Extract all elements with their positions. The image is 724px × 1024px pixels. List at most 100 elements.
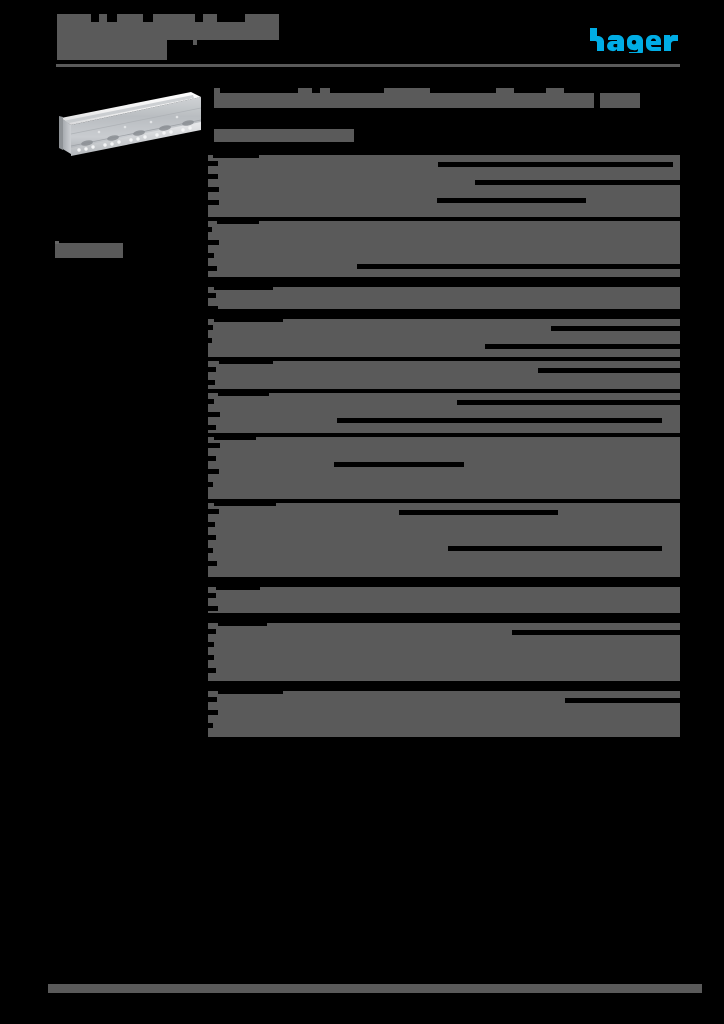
row-label-notch <box>208 240 219 245</box>
table-row: [redacted][redacted] <box>208 587 680 613</box>
title-glyph <box>117 14 143 24</box>
row-label-notch <box>208 187 219 192</box>
table-row: [redacted][redacted] <box>208 361 680 389</box>
left-column <box>0 80 205 840</box>
table-row: [redacted][redacted] <box>208 691 680 737</box>
row-label-shelf <box>214 319 283 322</box>
row-label-shelf <box>218 623 267 626</box>
row-label-shelf <box>214 287 273 290</box>
table-row-background <box>208 361 680 389</box>
row-label-notch <box>208 293 216 298</box>
row-label-notch <box>208 161 218 166</box>
table-row: [redacted][redacted] <box>208 437 680 499</box>
heading-glyph <box>496 88 514 94</box>
table-row: [redacted][redacted] <box>208 393 680 433</box>
row-label-notch <box>208 338 212 343</box>
row-label-notch <box>208 482 213 487</box>
document-title-line2 <box>57 40 167 60</box>
product-caption <box>55 243 123 258</box>
header-divider <box>56 64 680 67</box>
page-heading <box>214 93 534 108</box>
row-label-notch <box>208 593 216 598</box>
row-label-shelf <box>214 437 256 440</box>
page-header <box>0 0 724 80</box>
table-row: [redacted][redacted] <box>208 623 680 681</box>
page-heading-ext <box>534 93 594 108</box>
row-label-notch <box>208 253 214 258</box>
row-label-notch <box>208 306 218 311</box>
row-label-notch <box>208 380 215 385</box>
page-heading-ext <box>600 93 640 108</box>
row-value-gap <box>399 510 558 515</box>
row-label-notch <box>208 723 213 728</box>
row-label-notch <box>208 200 219 205</box>
page-footer: hager.com/fr-ch <box>0 965 724 1024</box>
row-label-notch <box>208 710 218 715</box>
title-glyph <box>153 14 195 24</box>
document-title-line1 <box>57 14 91 24</box>
row-label-shelf <box>218 691 283 694</box>
row-value-gap <box>437 198 586 203</box>
row-value-gap <box>485 344 680 349</box>
row-label-notch <box>208 655 214 660</box>
row-label-shelf <box>217 221 259 224</box>
table-row: [redacted][redacted] <box>208 319 680 357</box>
specification-table: [redacted][redacted][redacted][redacted]… <box>208 155 680 737</box>
table-row-background <box>208 437 680 499</box>
row-label-shelf <box>214 503 276 506</box>
row-label-notch <box>208 535 216 540</box>
row-label-notch <box>208 548 213 553</box>
row-value-gap <box>475 180 680 185</box>
row-label-notch <box>208 668 216 673</box>
row-label-shelf <box>219 361 273 364</box>
row-label-notch <box>208 561 217 566</box>
title-glyph <box>193 40 197 45</box>
hager-logo[interactable] <box>588 27 680 53</box>
row-label-notch <box>208 697 217 702</box>
row-label-notch <box>208 606 218 611</box>
row-label-notch <box>208 325 213 330</box>
row-label-notch <box>208 443 220 448</box>
row-label-notch <box>208 509 219 514</box>
row-label-notch <box>208 367 216 372</box>
heading-glyph <box>546 88 564 94</box>
product-image <box>53 88 201 160</box>
title-glyph <box>203 14 217 24</box>
row-label-shelf <box>216 587 260 590</box>
table-row-background <box>208 393 680 433</box>
row-label-notch <box>208 642 214 647</box>
row-label-notch <box>208 469 219 474</box>
product-caption-underline <box>55 241 59 244</box>
row-value-gap <box>551 326 680 331</box>
row-value-gap <box>457 400 680 405</box>
row-label-notch <box>208 227 212 232</box>
row-label-notch <box>208 266 217 271</box>
table-row-background <box>208 587 680 613</box>
row-value-gap <box>448 546 662 551</box>
row-label-shelf <box>218 393 269 396</box>
row-value-gap <box>565 698 680 703</box>
table-row: [redacted][redacted] <box>208 287 680 311</box>
table-row-background <box>208 503 680 577</box>
row-label-notch <box>208 399 214 404</box>
table-row: [redacted][redacted] <box>208 221 680 277</box>
row-label-notch <box>208 522 215 527</box>
heading-glyph <box>320 88 330 94</box>
row-value-gap <box>337 418 662 423</box>
page-subheading <box>214 129 354 142</box>
row-label-notch <box>208 425 216 430</box>
heading-glyph <box>298 88 312 94</box>
title-main-block <box>57 22 279 40</box>
row-value-gap <box>438 162 673 167</box>
title-glyph <box>245 14 279 24</box>
heading-glyph <box>384 88 430 94</box>
row-value-gap <box>357 264 680 269</box>
title-glyph <box>99 14 107 24</box>
row-label-notch <box>208 456 216 461</box>
row-label-notch <box>208 629 216 634</box>
row-label-notch <box>208 412 220 417</box>
row-value-gap <box>538 368 680 373</box>
heading-glyph <box>214 88 220 94</box>
row-value-gap <box>512 630 680 635</box>
